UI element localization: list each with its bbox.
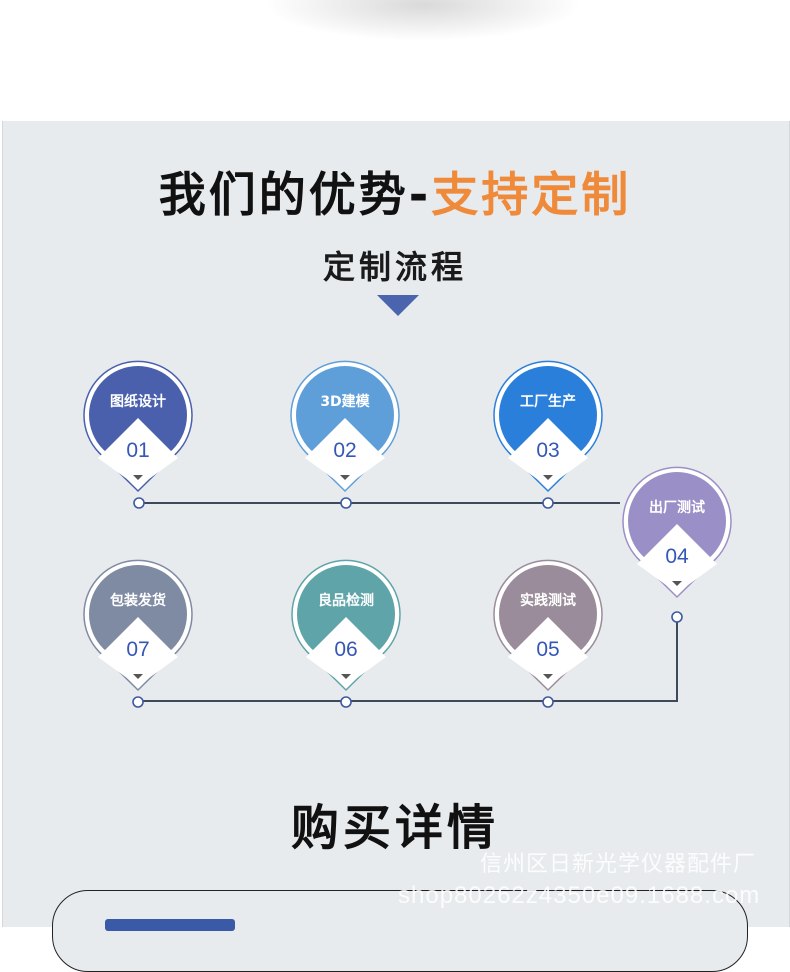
step-pin-01 bbox=[83, 360, 193, 493]
step-label-05: 实践测试 bbox=[520, 593, 576, 609]
step-label-07: 包装发货 bbox=[110, 593, 166, 609]
step-dot-01 bbox=[133, 497, 145, 509]
flow-line-right bbox=[139, 617, 678, 702]
step-label-04: 出厂测试 bbox=[649, 500, 705, 516]
title-part-1: 我们的优势- bbox=[158, 168, 432, 223]
step-label-03: 工厂生产 bbox=[520, 394, 576, 410]
top-band bbox=[0, 0, 790, 121]
step-number-05: 05 bbox=[536, 638, 560, 661]
step-label-06: 良品检测 bbox=[318, 593, 374, 609]
step-number-02: 02 bbox=[333, 439, 357, 462]
title-part-2: 支持定制 bbox=[431, 168, 632, 223]
section-subtitle: 定制流程 bbox=[322, 248, 467, 286]
step-number-01: 01 bbox=[126, 439, 150, 462]
step-dot-04 bbox=[671, 611, 683, 623]
watermark-shop-name: 信州区日新光学仪器配件厂 bbox=[480, 852, 757, 877]
step-pin-07 bbox=[83, 559, 193, 692]
step-pin-02 bbox=[290, 360, 400, 493]
down-triangle-icon bbox=[377, 295, 419, 316]
step-label-01: 图纸设计 bbox=[110, 394, 166, 410]
step-number-06: 06 bbox=[334, 638, 358, 661]
process-flow-diagram bbox=[83, 360, 732, 708]
step-pin-05 bbox=[493, 559, 603, 692]
step-dot-06 bbox=[340, 696, 352, 708]
card-heading-bar bbox=[105, 919, 235, 931]
step-pin-04 bbox=[622, 466, 732, 599]
step-dot-02 bbox=[340, 497, 352, 509]
step-dot-05 bbox=[542, 696, 554, 708]
step-pin-03 bbox=[493, 360, 603, 493]
step-label-02: 3D建模 bbox=[320, 394, 370, 410]
step-dot-07 bbox=[132, 696, 144, 708]
step-pin-06 bbox=[291, 559, 401, 692]
watermark-shop-url: shop80262z4350e09.1688.com bbox=[398, 882, 761, 909]
page-title: 我们的优势-支持定制 bbox=[0, 156, 790, 225]
step-dot-03 bbox=[542, 497, 554, 509]
buy-details-title: 购买详情 bbox=[290, 800, 499, 856]
step-number-04: 04 bbox=[665, 545, 689, 568]
step-number-07: 07 bbox=[126, 638, 150, 661]
step-number-03: 03 bbox=[536, 439, 560, 462]
